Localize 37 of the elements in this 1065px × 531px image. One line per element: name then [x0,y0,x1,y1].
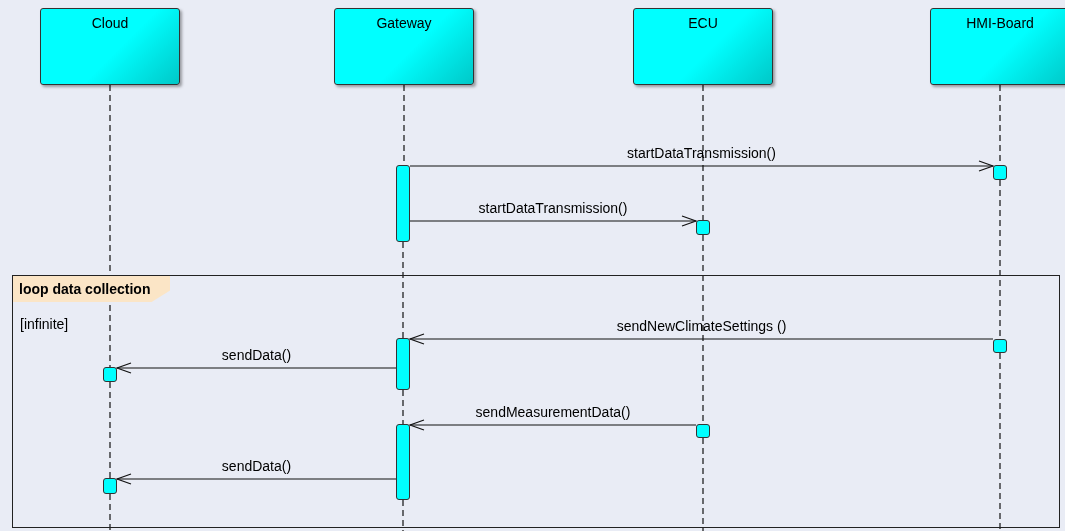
lifeline [402,389,404,425]
lifeline [999,352,1001,531]
activation-bar [396,165,410,242]
message-label: sendData() [220,347,293,363]
lifeline-head: HMI-Board [930,8,1065,85]
lifeline [109,381,111,479]
message-arrow [409,215,697,227]
lifeline [109,493,111,531]
lifeline-head: Cloud [40,8,180,85]
message-arrow [409,160,994,172]
activation-bar [396,338,410,390]
lifeline [402,241,404,339]
activation-bar [696,424,710,438]
activation-bar [103,367,117,382]
message-arrow [409,333,994,345]
loop-fragment [12,275,1060,528]
fragment-label: loop data collection [13,276,171,302]
lifeline [702,84,704,221]
message-label: startDataTransmission() [477,200,629,216]
message-arrow [409,419,697,431]
lifeline-head: ECU [633,8,773,85]
guard-condition: [infinite] [20,316,69,332]
message-label: startDataTransmission() [626,145,777,161]
activation-bar [396,424,410,500]
message-label: sendNewClimateSettings () [615,318,788,334]
activation-bar [696,220,710,235]
lifeline [402,499,404,531]
message-label: sendData() [220,458,293,474]
lifeline [109,84,111,368]
message-label: sendMeasurementData() [474,404,632,420]
activation-bar [993,339,1007,353]
activation-bar [993,165,1007,180]
activation-bar [103,478,117,494]
message-arrow [116,362,397,374]
message-arrow [116,473,397,485]
lifeline-head: Gateway [334,8,474,85]
lifeline [702,437,704,531]
